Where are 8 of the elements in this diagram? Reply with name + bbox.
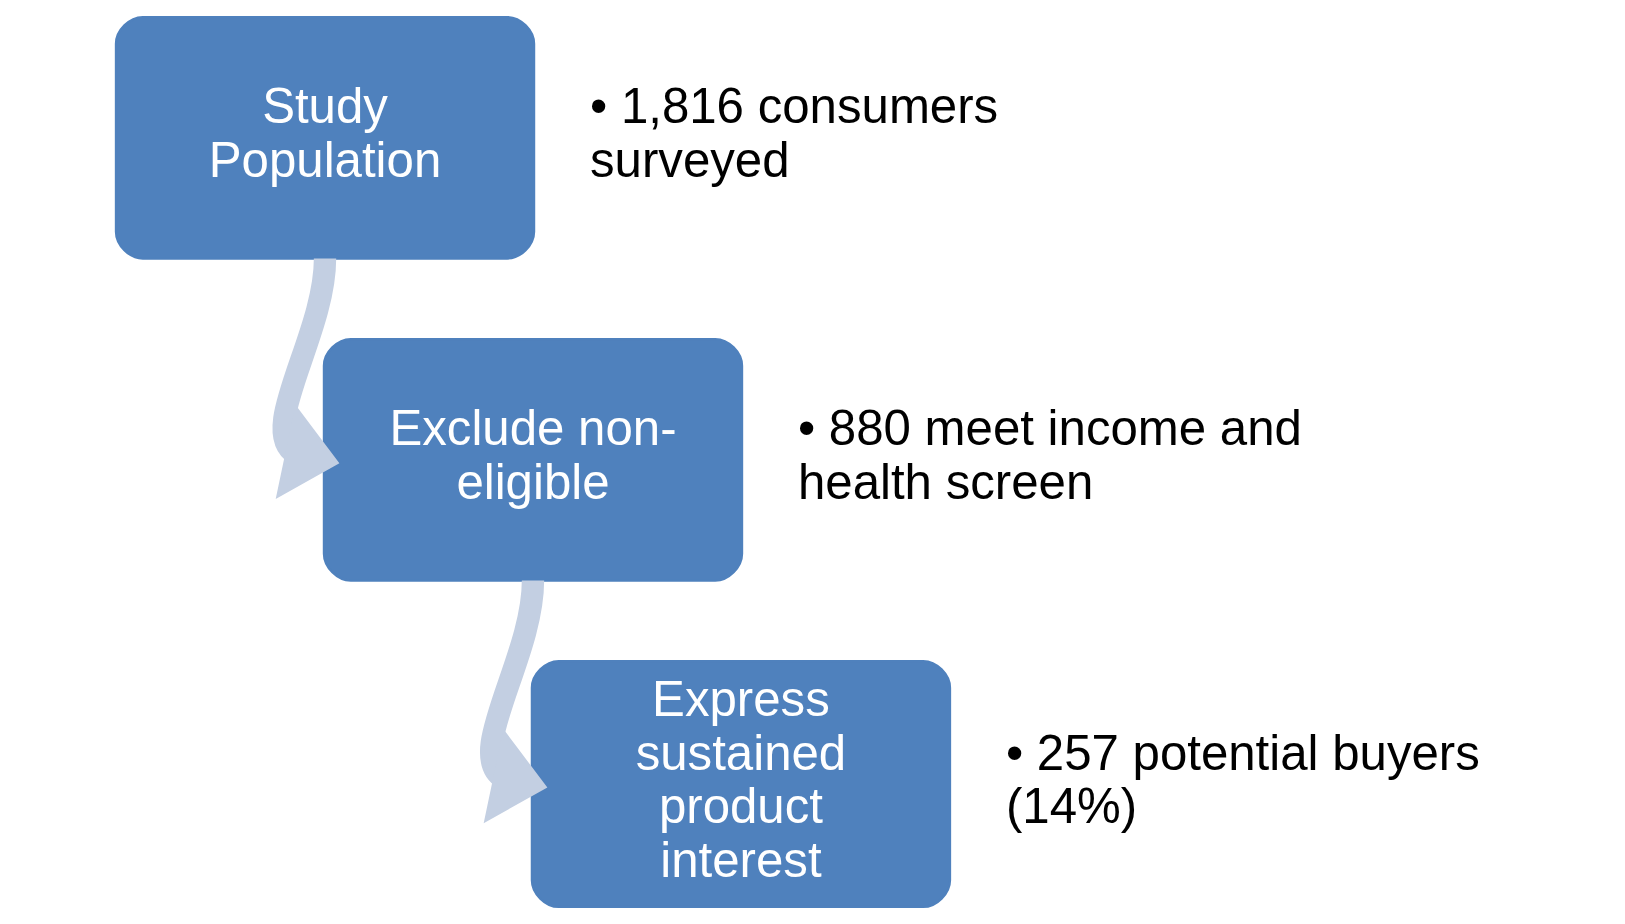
node-box: Study Population [114,15,536,260]
node-label: • 880 meet income and health screen [797,400,1302,510]
arrow [480,579,548,824]
node-box: Exclude non-eligible [322,337,744,582]
node-label: • 257 potential buyers (14%) [1005,724,1480,834]
arrow [272,257,340,500]
node-label: • 1,816 consumers surveyed [590,78,999,188]
node-box: Express sustained product interest [530,659,952,909]
